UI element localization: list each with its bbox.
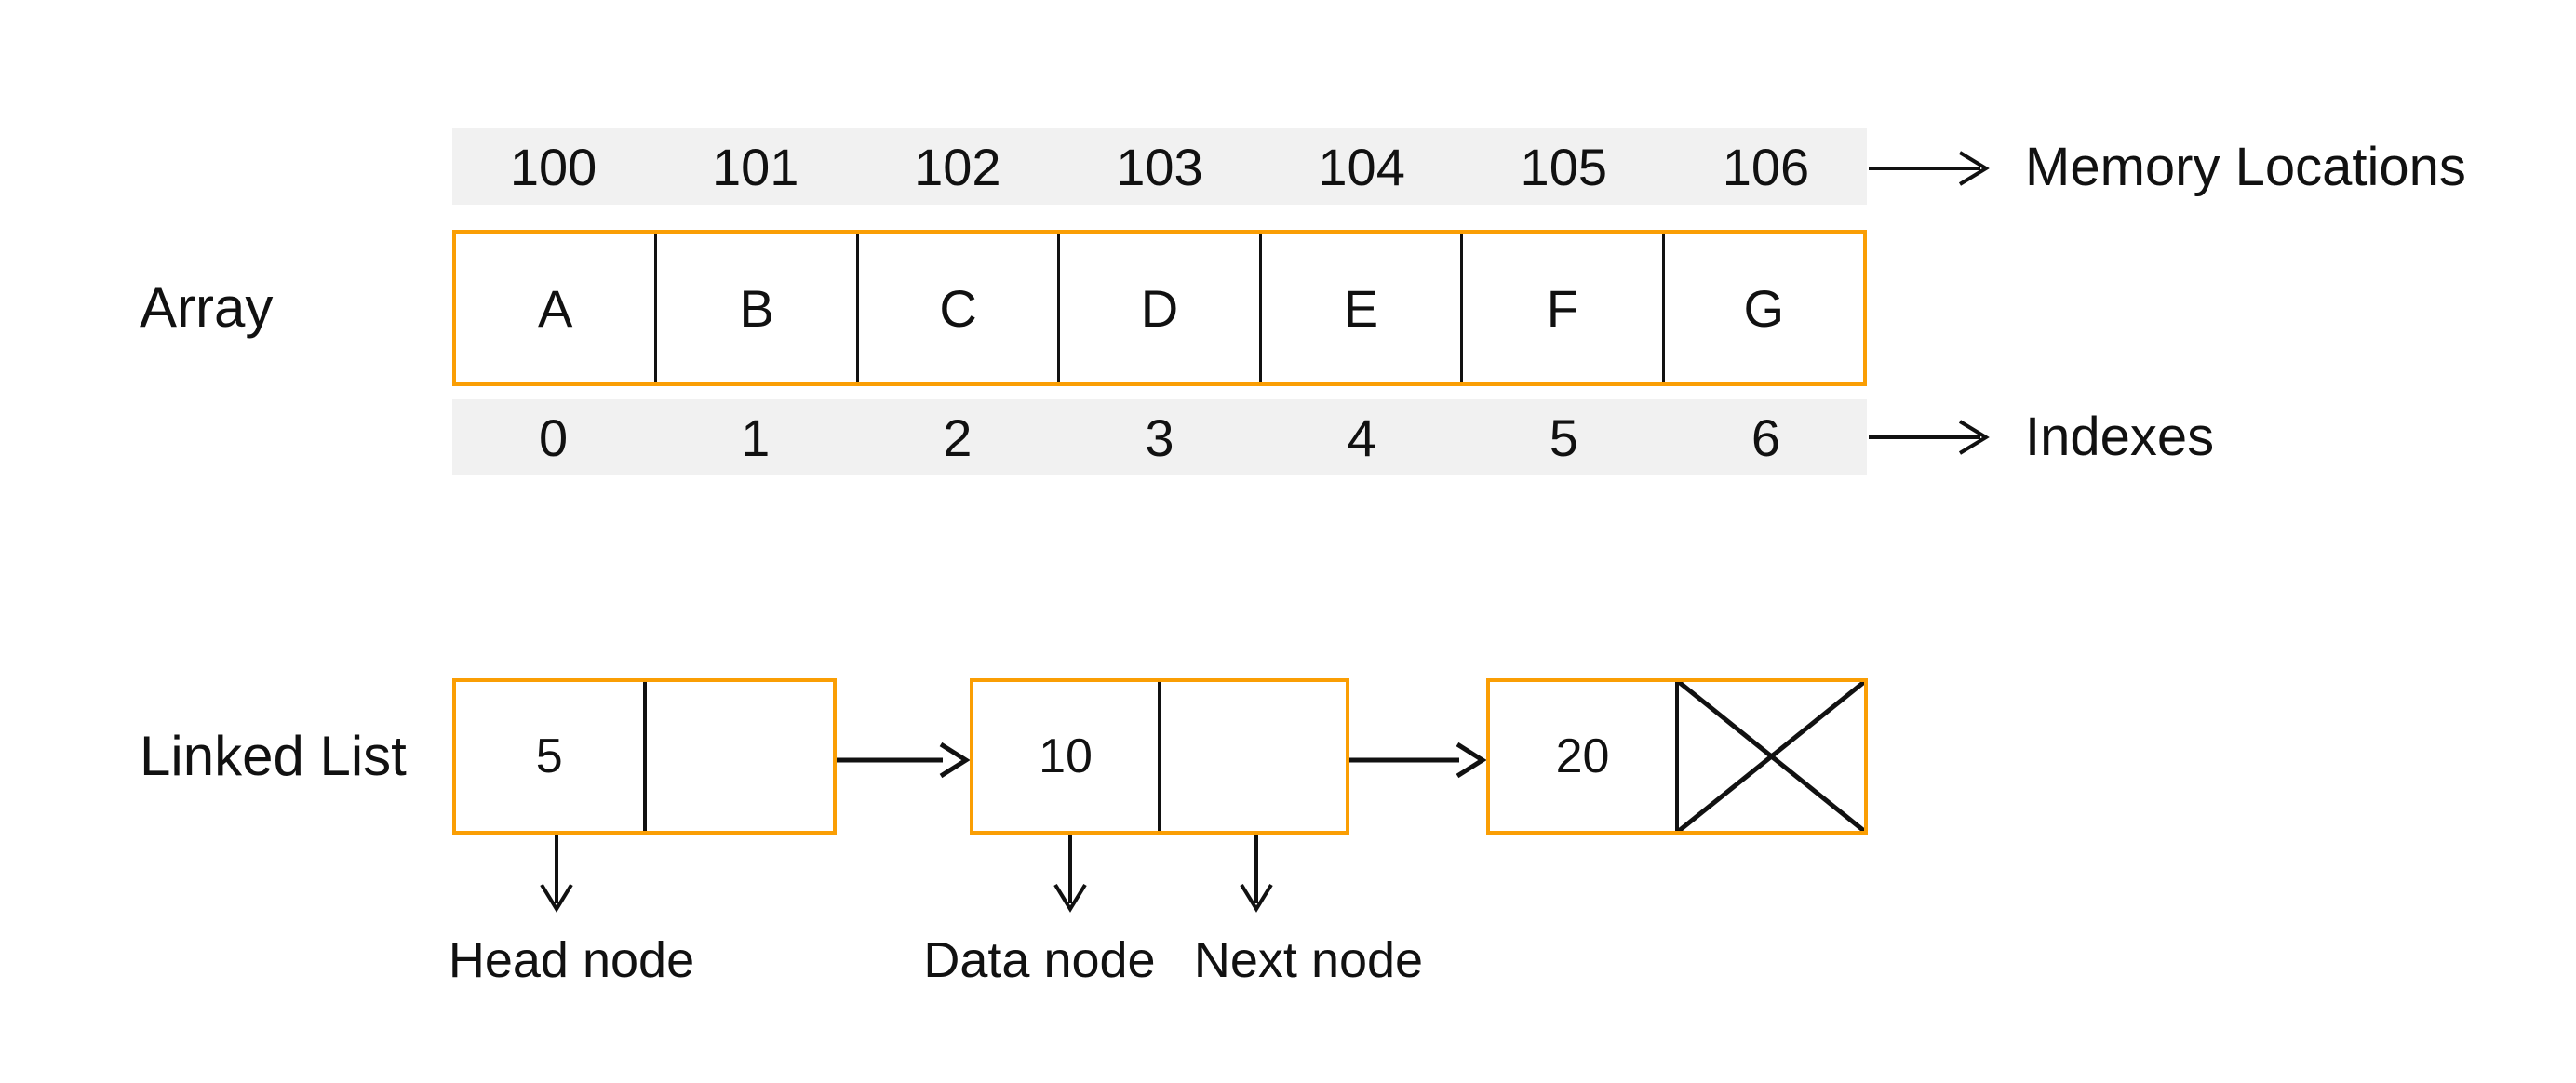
memory-location-cell: 101 xyxy=(711,137,799,196)
index-cell: 0 xyxy=(538,408,569,467)
list-node-tail: 20 xyxy=(1486,678,1868,835)
node-data-cell: 10 xyxy=(1039,729,1093,783)
array-cell: D xyxy=(1057,234,1258,382)
linked-list-section-label: Linked List xyxy=(140,725,407,787)
down-arrow-icon xyxy=(540,835,573,913)
index-cell: 1 xyxy=(741,408,771,467)
array-cell: G xyxy=(1661,234,1863,382)
array-box: A B C D E F G xyxy=(452,230,1867,386)
memory-location-cell: 106 xyxy=(1722,137,1810,196)
next-node-label: Next node xyxy=(1193,932,1424,988)
memory-location-cell: 105 xyxy=(1520,137,1607,196)
array-cell: B xyxy=(654,234,855,382)
next-pointer-arrow-icon xyxy=(1349,742,1486,779)
data-node-label: Data node xyxy=(923,932,1156,988)
node-data-cell: 20 xyxy=(1555,729,1610,783)
memory-location-cell: 102 xyxy=(914,137,1001,196)
node-pointer-cell xyxy=(1675,682,1864,831)
index-cell: 2 xyxy=(943,408,973,467)
array-cell: F xyxy=(1460,234,1661,382)
memory-locations-row: 100 101 102 103 104 105 106 xyxy=(452,128,1867,205)
null-pointer-x-icon xyxy=(1679,682,1864,831)
down-arrow-icon xyxy=(1240,835,1273,913)
list-node-middle: 10 xyxy=(970,678,1349,835)
indexes-label: Indexes xyxy=(2025,407,2215,467)
index-cell: 3 xyxy=(1145,408,1174,467)
index-cell: 5 xyxy=(1549,408,1578,467)
right-arrow-icon xyxy=(1869,420,1990,455)
right-arrow-icon xyxy=(1869,151,1990,186)
array-cell: A xyxy=(538,278,573,338)
node-pointer-cell xyxy=(1158,682,1346,831)
list-node-head: 5 xyxy=(452,678,837,835)
memory-locations-label: Memory Locations xyxy=(2025,137,2466,197)
node-pointer-cell xyxy=(642,682,834,831)
down-arrow-icon xyxy=(1053,835,1087,913)
array-cell: E xyxy=(1258,234,1460,382)
memory-location-cell: 104 xyxy=(1318,137,1405,196)
array-cell: C xyxy=(855,234,1057,382)
array-section-label: Array xyxy=(140,276,274,339)
index-cell: 6 xyxy=(1751,408,1780,467)
head-node-label: Head node xyxy=(448,932,695,988)
next-pointer-arrow-icon xyxy=(837,742,970,779)
indexes-row: 0 1 2 3 4 5 6 xyxy=(452,399,1867,475)
memory-location-cell: 103 xyxy=(1116,137,1203,196)
node-data-cell: 5 xyxy=(535,729,563,783)
memory-location-cell: 100 xyxy=(509,137,597,196)
index-cell: 4 xyxy=(1347,408,1376,467)
